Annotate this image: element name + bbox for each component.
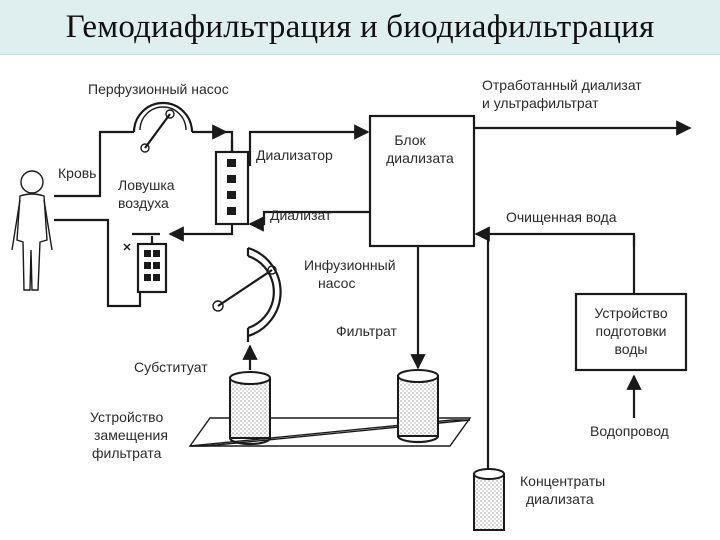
infusion-pump — [212, 246, 282, 342]
title-bar: Гемодиафильтрация и биодиафильтрация — [0, 0, 720, 55]
label-dialysate: Диализат — [270, 207, 332, 223]
concentrates-container — [473, 234, 505, 531]
label-air-trap-2: воздуха — [118, 195, 169, 211]
label-water-prep-3: воды — [615, 341, 648, 357]
label-infusion-1: Инфузионный — [304, 257, 396, 273]
dialysate-unit — [368, 114, 476, 248]
label-substituate: Субституат — [134, 359, 208, 375]
air-trap — [123, 236, 168, 294]
venous-line — [54, 218, 234, 308]
label-water-prep-2: подготовки — [596, 323, 667, 339]
fresh-dialysate-line — [248, 210, 370, 232]
label-infusion-2: насос — [318, 275, 355, 291]
label-filtrate: Фильтрат — [336, 323, 398, 339]
page-title: Гемодиафильтрация и биодиафильтрация — [65, 8, 655, 45]
perfusion-pump — [132, 101, 194, 153]
label-replacement-2: замещения — [94, 427, 168, 443]
filtrate-container — [396, 369, 440, 444]
label-dialysate-unit-2: диализата — [386, 150, 454, 166]
label-water-supply: Водопровод — [590, 423, 669, 439]
label-dialysate-unit-1: Блок — [394, 132, 426, 148]
label-replacement-1: Устройство — [90, 409, 163, 425]
patient-figure — [11, 170, 53, 291]
label-perfusion-pump: Перфузионный насос — [88, 81, 229, 97]
label-air-trap-1: Ловушка — [118, 177, 175, 193]
label-concentrates-2: диализата — [526, 491, 594, 507]
platform-plate — [188, 417, 472, 447]
substituate-container — [228, 371, 272, 446]
label-water-prep-1: Устройство — [594, 305, 667, 321]
purified-water-line — [474, 226, 636, 246]
label-concentrates-1: Концентраты — [520, 473, 605, 489]
label-spent-2: и ультрафильтрат — [482, 95, 599, 111]
dialyzer — [214, 140, 250, 226]
dialyzer-outflow-line — [248, 124, 370, 167]
water-prep-device — [574, 292, 688, 372]
label-purified-water: Очищенная вода — [506, 209, 617, 225]
label-dialyzer: Диализатор — [256, 147, 333, 163]
label-replacement-3: фильтрата — [92, 445, 162, 461]
label-spent-1: Отработанный диализат — [482, 77, 642, 93]
label-blood: Кровь — [58, 165, 96, 181]
